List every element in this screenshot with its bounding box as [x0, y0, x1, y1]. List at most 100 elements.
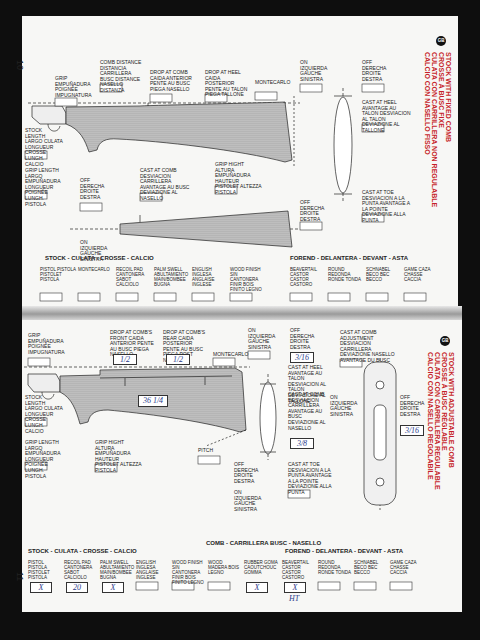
option-label: ENGLISH INGLESA ANGLAISE INGLESE	[136, 560, 170, 580]
empty-entry-box	[354, 582, 376, 590]
spine	[22, 306, 462, 322]
field-label: OFF DERECHA DROITE DESTRA	[80, 178, 114, 200]
plate-slot	[374, 405, 386, 460]
field-label: GRIP EMPUÑADURA POIGNÉE IMPUGNATURA	[55, 76, 93, 98]
option-label: PALM SWELL ABULTAMIENTO MAIN/BOMBEE BUGN…	[154, 267, 190, 287]
empty-entry-box	[300, 84, 322, 92]
option-label: SCHNABEL BECO BEC BECCO	[366, 267, 402, 282]
field-label: OFF DERECHA DROITE DESTRA	[290, 328, 320, 350]
entry-box: X	[30, 582, 52, 593]
handwritten-value: 1/2	[120, 356, 130, 364]
field-label: ON IZQUIERDA GAUCHE SINISTRA	[300, 60, 332, 82]
entry-box: X	[284, 582, 306, 593]
plate-screw	[376, 381, 384, 389]
page-title: CROSSE À BUSC RÉGLABLE	[441, 352, 448, 451]
handwritten-value: 3/16	[295, 354, 309, 362]
entry-box: X	[246, 582, 268, 593]
empty-entry-box	[318, 582, 340, 590]
pitch-line	[206, 430, 246, 446]
empty-entry-box	[198, 456, 220, 464]
toe-line	[260, 452, 276, 453]
option-label: ENGLISH INGLESA ANGLAISE INGLESE	[192, 267, 228, 287]
language-badge: GB	[440, 336, 450, 346]
field-label: GRIP HIGHT ALTURA EMPUÑADURA HAUTEUR PIS…	[95, 440, 143, 474]
field-label: GRIP LENGTH LARGO EMPUÑADURA LONGUEUR PO…	[25, 168, 63, 207]
comb-post	[205, 377, 206, 385]
drop-tick	[284, 102, 285, 103]
page-number: 11	[15, 572, 24, 581]
language-badge: GB	[436, 36, 446, 46]
field-label: STOCK LENGTH LARGO CULATA LONGUEUR CROSS…	[25, 128, 63, 167]
handwritten-value: 36 1/4	[143, 397, 163, 405]
empty-entry-box	[300, 222, 322, 230]
field-label: ON IZQUIERDA GAUCHE SINISTRA	[234, 490, 264, 512]
handwritten-value: 3/16	[405, 427, 419, 435]
adjustable-comb-stock	[60, 368, 246, 432]
field-label: PITCH	[198, 448, 228, 454]
empty-entry-box	[116, 293, 138, 301]
option-label: WOOD FINISH SIN CANTONERA FINIR BOIS FIN…	[172, 560, 206, 585]
field-label: CAST AT COMB ADJUSTMENT DESVIACION CARRI…	[340, 330, 402, 364]
empty-entry-box	[55, 98, 77, 106]
page-title: CROSSE À BUSC FIXE	[438, 52, 445, 128]
comb-plate	[364, 362, 396, 505]
empty-entry-box	[192, 293, 214, 301]
field-label: GRIP EMPUÑADURA POIGNÉE IMPUGNATURA	[28, 333, 66, 355]
page-title: STOCK WITH FIXED COMB	[445, 52, 452, 142]
fixed-comb-stock	[66, 102, 292, 162]
empty-entry-box	[255, 92, 277, 100]
field-label: MONTECARLO	[255, 80, 295, 86]
section-heading: FOREND - DELANTERA - DEVANT - ASTA	[290, 255, 408, 262]
empty-entry-box	[362, 84, 384, 92]
empty-entry-box	[80, 203, 102, 211]
page-eleven	[22, 320, 462, 612]
empty-entry-box	[404, 293, 426, 301]
handwritten-value: X	[293, 584, 298, 592]
empty-entry-box	[328, 293, 350, 301]
empty-entry-box	[290, 293, 312, 301]
entry-box: 36 1/4	[138, 395, 168, 407]
entry-box: 1/2	[166, 354, 190, 365]
handwritten-value: X	[255, 584, 260, 592]
receiver	[28, 374, 60, 392]
section-heading: FOREND - DELANTERA - DEVANT - ASTA	[285, 548, 403, 555]
empty-entry-box	[28, 358, 50, 366]
page-title: STOCK WITH ADJUSTABLE COMB	[448, 352, 455, 468]
entry-box: 3/16	[290, 352, 314, 363]
butt-outline	[334, 97, 352, 193]
comb-post	[125, 378, 126, 386]
field-label: GRIP HIGHT ALTURA EMPUÑADURA HAUTEUR PIS…	[215, 162, 263, 196]
handwritten-value: 20	[73, 584, 81, 592]
page-ten	[22, 16, 458, 308]
empty-entry-box	[390, 582, 412, 590]
empty-entry-box	[230, 293, 252, 301]
handwritten-value: 3/8	[297, 440, 307, 448]
entry-box: 3/16	[400, 425, 424, 436]
drop-tick	[148, 103, 149, 106]
page-number: 10	[15, 60, 24, 70]
option-label: PISTOL PISTOLA PISTOLET PISTOLA	[28, 560, 62, 580]
option-label: PISTOL PISTOLA PISTOLET PISTOLA	[40, 267, 76, 282]
empty-entry-box	[154, 293, 176, 301]
handwritten-value: X	[111, 584, 116, 592]
page-title: CALCIO CON NASELLO REGOLABILE	[427, 352, 434, 480]
empty-entry-box	[78, 293, 100, 301]
field-label: OFF DERECHA DROITE DESTRA	[300, 200, 332, 222]
field-label: COMB DISTANCE DISTANCIA CARRILLERA BUSC …	[100, 60, 145, 94]
handwritten-value: 1/2	[173, 356, 183, 364]
empty-entry-box	[248, 351, 270, 359]
page-title: CALCIO CON NASELLO FISSO	[424, 52, 431, 155]
field-label: MONTECARLO	[213, 352, 253, 358]
section-heading: STOCK - CULATA - CROSSE - CALCIO	[28, 548, 137, 555]
option-label: PALM SWELL ABULTAMIENTO MAIN/BOMBEE BUGN…	[100, 560, 134, 580]
heel-line	[260, 384, 276, 385]
empty-entry-box	[40, 293, 62, 301]
page-title: CULATA CON CARRILLERA REGULABLE	[434, 352, 441, 490]
option-label: ROUND REDONDA RONDE TONDA	[328, 267, 364, 282]
receiver	[32, 106, 66, 124]
plate-screw	[376, 478, 384, 486]
option-label: WOOD FINISH SIN CANTONERA FINIR BOIS FIN…	[230, 267, 266, 292]
option-label: MONTECARLO	[78, 267, 114, 272]
empty-entry-box	[136, 582, 158, 590]
option-label: RECOIL PAD CANTONERA SABOT CALCIOLO	[64, 560, 98, 580]
